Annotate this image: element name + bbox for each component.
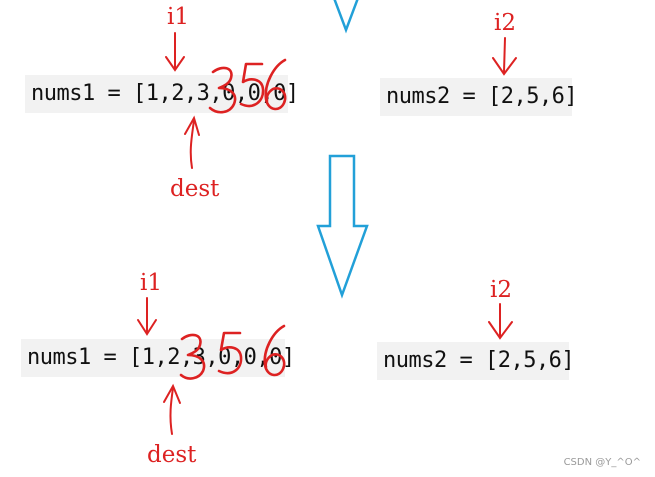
top-nums2-array: nums2 = [2,5,6] [380,78,578,116]
top-i2-label: i2 [494,10,516,36]
red-pointer-arrow-icon [488,303,513,340]
bottom-nums1-text: nums1 = [1,2,3,0,0,0] [27,345,295,370]
red-pointer-arrow-icon [492,37,517,76]
top-dest-label: dest [170,176,220,202]
down-arrow-icon [316,154,369,299]
red-pointer-arrow-icon [184,115,200,169]
top-nums1-array: nums1 = [1,2,3,0,0,0] [25,75,299,113]
red-pointer-arrow-icon [137,297,157,336]
bottom-nums1-array: nums1 = [1,2,3,0,0,0] [21,339,295,377]
red-pointer-arrow-icon [165,32,185,72]
top-nums1-text: nums1 = [1,2,3,0,0,0] [31,81,299,106]
bottom-i1-label: i1 [140,270,162,296]
bottom-nums2-array: nums2 = [2,5,6] [377,342,575,380]
top-nums2-text: nums2 = [2,5,6] [386,84,578,109]
bottom-i2-label: i2 [490,277,512,303]
bottom-dest-label: dest [147,442,197,468]
watermark: CSDN @Y_^O^ [563,457,641,468]
bottom-nums2-text: nums2 = [2,5,6] [383,348,575,373]
red-pointer-arrow-icon [163,383,181,435]
down-arrow-icon [333,0,359,34]
top-i1-label: i1 [167,4,189,30]
